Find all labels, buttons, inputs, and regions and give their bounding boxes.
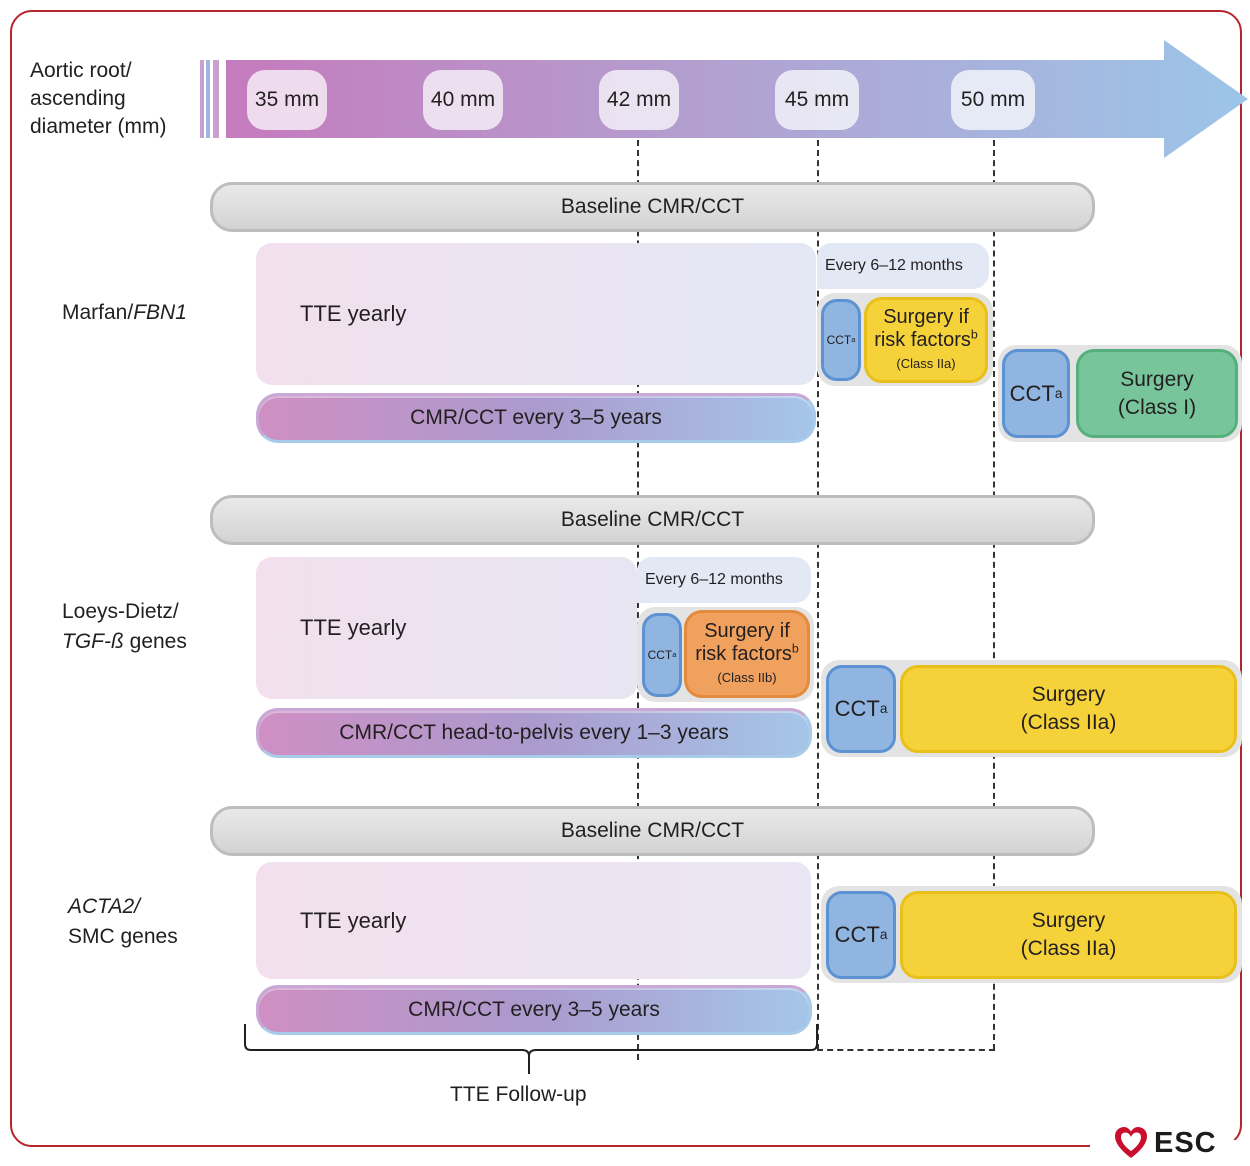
class-label: (Class I) bbox=[1117, 395, 1197, 419]
surgery-if-risk-factors: Surgery if risk factorsb (Class IIa) bbox=[864, 297, 988, 383]
baseline-cmr-cct: Baseline CMR/CCT bbox=[210, 182, 1095, 232]
tick-42mm: 42 mm bbox=[599, 70, 679, 130]
tte-followup-brace bbox=[244, 1024, 818, 1074]
row-label-loeys-dietz: Loeys-Dietz/ TGF-ß genes bbox=[62, 597, 187, 657]
row-label-text: Marfan/ bbox=[62, 301, 134, 324]
imaging-interval-pill: CMR/CCT every 3–5 years bbox=[256, 985, 812, 1035]
esc-logo: ESC bbox=[1113, 1125, 1217, 1161]
surgery-label: Surgery bbox=[1031, 683, 1106, 706]
risk-factors-label: risk factors bbox=[874, 328, 971, 351]
cct-label: CCT bbox=[647, 648, 673, 662]
row-label-marfan: Marfan/FBN1 bbox=[62, 298, 187, 328]
class-label: (Class IIa) bbox=[896, 355, 956, 371]
diameter-arrow bbox=[200, 40, 1248, 158]
row-label-italic: FBN1 bbox=[133, 301, 187, 324]
tte-yearly-label: TTE yearly bbox=[300, 907, 407, 933]
tte-yearly-box: TTE yearly bbox=[256, 862, 811, 979]
tte-yearly-label: TTE yearly bbox=[300, 615, 407, 641]
arrow-stripe bbox=[213, 60, 219, 138]
tte-yearly-box: TTE yearly bbox=[256, 243, 816, 385]
class-label: (Class IIb) bbox=[717, 669, 777, 685]
risk-footnote: b bbox=[791, 640, 799, 655]
brace-path bbox=[244, 1024, 818, 1074]
tick-45mm: 45 mm bbox=[775, 70, 859, 130]
row-label-italic: ACTA2/ bbox=[68, 895, 140, 918]
tte-yearly-box: TTE yearly bbox=[256, 557, 637, 699]
surgery-class-iia: Surgery (Class IIa) bbox=[900, 665, 1237, 753]
row-label-acta2: ACTA2/ SMC genes bbox=[68, 892, 178, 952]
tte-followup-label: TTE Follow-up bbox=[450, 1083, 587, 1106]
surgery-class-iia: Surgery (Class IIa) bbox=[900, 891, 1237, 979]
surgery-label: Surgery if bbox=[883, 305, 969, 328]
row-label-italic: TGF-ß bbox=[62, 630, 124, 653]
interval-box: Every 6–12 months bbox=[637, 557, 811, 603]
tick-50mm: 50 mm bbox=[951, 70, 1035, 130]
imaging-interval-pill: CMR/CCT head-to-pelvis every 1–3 years bbox=[256, 708, 812, 758]
imaging-interval-pill: CMR/CCT every 3–5 years bbox=[256, 393, 816, 443]
class-label: (Class IIa) bbox=[1020, 937, 1117, 960]
axis-label: Aortic root/ ascending diameter (mm) bbox=[30, 57, 167, 141]
tick-40mm: 40 mm bbox=[423, 70, 503, 130]
surgery-class-i: Surgery (Class I) bbox=[1076, 349, 1238, 438]
baseline-cmr-cct: Baseline CMR/CCT bbox=[210, 806, 1095, 856]
class-label: (Class IIa) bbox=[1020, 711, 1117, 734]
surgery-if-risk-factors: Surgery if risk factorsb (Class IIb) bbox=[684, 610, 810, 698]
arrow-stripe bbox=[206, 60, 210, 138]
tick-35mm: 35 mm bbox=[247, 70, 327, 130]
row-label-text: Loeys-Dietz/ bbox=[62, 600, 179, 623]
baseline-cmr-cct: Baseline CMR/CCT bbox=[210, 495, 1095, 545]
cct-label: CCT bbox=[834, 922, 880, 947]
surgery-label: Surgery if bbox=[704, 619, 790, 642]
axis-label-line3: diameter (mm) bbox=[30, 115, 167, 138]
arrow-stripe bbox=[200, 60, 204, 138]
row-label-text: SMC genes bbox=[68, 925, 178, 948]
risk-factors-label: risk factors bbox=[695, 642, 792, 665]
figure-frame bbox=[10, 10, 1242, 1147]
risk-footnote: b bbox=[970, 326, 978, 341]
arrow-body bbox=[226, 40, 1248, 158]
guide-45mm bbox=[817, 140, 819, 1050]
esc-text: ESC bbox=[1154, 1126, 1217, 1159]
cct-label: CCT bbox=[826, 333, 852, 347]
cct-label: CCT bbox=[1009, 380, 1055, 406]
axis-label-line2: ascending bbox=[30, 87, 126, 110]
interval-box: Every 6–12 months bbox=[817, 243, 989, 289]
guide-50mm bbox=[993, 140, 995, 1050]
heart-icon bbox=[1115, 1127, 1147, 1158]
surgery-label: Surgery bbox=[1120, 367, 1194, 391]
frame-gap bbox=[1090, 1140, 1250, 1166]
cct-label: CCT bbox=[834, 696, 880, 721]
tte-yearly-label: TTE yearly bbox=[300, 301, 407, 327]
axis-label-line1: Aortic root/ bbox=[30, 59, 132, 82]
guide-horizontal bbox=[817, 1049, 995, 1051]
row-label-text: genes bbox=[123, 630, 187, 653]
surgery-label: Surgery bbox=[1031, 909, 1106, 932]
